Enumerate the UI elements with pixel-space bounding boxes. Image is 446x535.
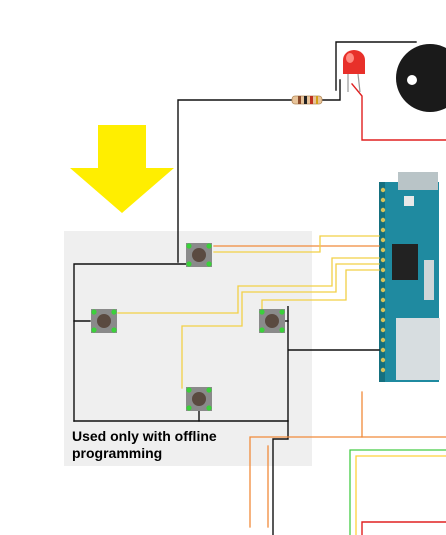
- wire-green-2: [355, 455, 446, 535]
- buzzer-icon: [396, 44, 446, 112]
- led-icon: [343, 50, 365, 93]
- wire-black-bottom: [272, 420, 289, 535]
- push-button-right: [259, 309, 285, 333]
- wire-green-1: [349, 449, 446, 535]
- caption-line-1: Used only with offline: [72, 428, 217, 444]
- wire-orange-bottom-a: [249, 391, 363, 528]
- wire-black-led: [321, 79, 341, 101]
- wire-black-buzzer: [335, 41, 417, 91]
- down-arrow-icon: [70, 125, 174, 213]
- wire-yellow-1: [117, 257, 380, 314]
- wire-red-bottom: [361, 521, 446, 535]
- caption-line-2: programming: [72, 445, 163, 461]
- wire-black-bus: [73, 263, 191, 422]
- wire-yellow-2: [181, 263, 380, 389]
- resistor-icon: [291, 95, 323, 105]
- wire-yellow-4: [213, 235, 380, 253]
- wire-yellow-3: [261, 269, 380, 310]
- wire-red-led: [351, 83, 446, 141]
- arduino-board-icon: [379, 172, 440, 382]
- push-button-left: [91, 309, 117, 333]
- push-button-top: [186, 243, 212, 267]
- wire-black-bus-right: [73, 306, 380, 422]
- offline-programming-caption: Used only with offline programming: [72, 428, 252, 462]
- offline-buttons-panel: [64, 231, 312, 466]
- wire-black-top: [177, 99, 293, 263]
- push-button-bottom: [186, 387, 212, 411]
